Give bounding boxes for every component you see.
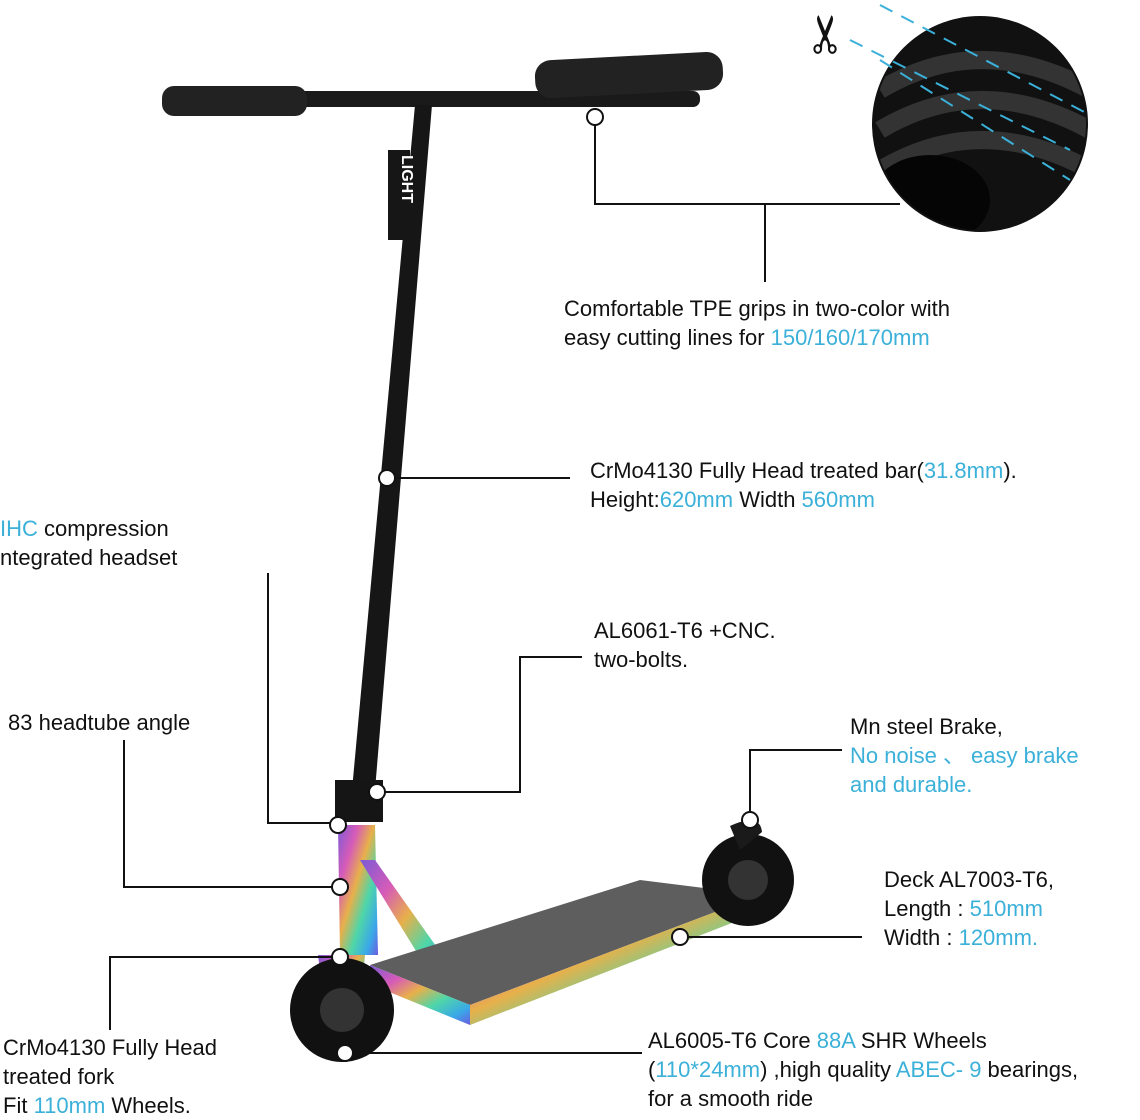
text: treated fork (3, 1064, 115, 1089)
text: Fit (3, 1093, 34, 1118)
deck-callout: Deck AL7003-T6, Length : 510mm Width : 1… (884, 865, 1054, 952)
logo: LIGHT (398, 155, 415, 203)
text: two-bolts. (594, 647, 689, 672)
brake-callout: Mn steel Brake, No noise 、 easy brake an… (850, 712, 1079, 799)
text: bearings, (981, 1057, 1079, 1082)
clamp-callout: AL6061-T6 +CNC. two-bolts. (594, 616, 776, 674)
bar-callout: CrMo4130 Fully Head treated bar(31.8mm).… (590, 456, 1017, 514)
deck-griptape (370, 880, 760, 1005)
headtube (338, 825, 378, 955)
highlight: 560mm (801, 487, 875, 512)
text: for a smooth ride (648, 1086, 814, 1111)
callout-dots (329, 108, 759, 1062)
text: easy cutting lines for (564, 325, 771, 350)
text: SHR Wheels (854, 1028, 987, 1053)
text: compression (37, 516, 169, 541)
text: CrMo4130 Fully Head treated bar( (590, 458, 924, 483)
highlight: 110*24mm (655, 1057, 761, 1082)
fork-callout: CrMo4130 Fully Head treated fork Fit 110… (3, 1033, 217, 1120)
grips-callout: Comfortable TPE grips in two-color with … (564, 294, 950, 352)
headtube-callout: 83 headtube angle (8, 708, 190, 737)
highlight: 110mm (33, 1093, 106, 1118)
text: ) ,high quality (760, 1057, 896, 1082)
text: Deck AL7003-T6, (884, 867, 1054, 892)
text: ( (648, 1057, 656, 1082)
text: AL6005-T6 Core (648, 1028, 817, 1053)
leader-lines (109, 125, 900, 1054)
highlight: No noise 、 easy brake (850, 743, 1079, 768)
text: 83 headtube angle (8, 710, 191, 735)
highlight: 88A (816, 1028, 855, 1053)
text: ntegrated headset (0, 545, 178, 570)
highlight: and durable. (850, 772, 973, 797)
grip-cutting-inset (849, 4, 1091, 232)
highlight: 620mm (659, 487, 734, 512)
stem-bar (352, 105, 432, 790)
wheels-callout: AL6005-T6 Core 88A SHR Wheels (110*24mm)… (648, 1026, 1078, 1113)
highlight: 510mm (969, 896, 1043, 921)
text: Width : (884, 925, 959, 950)
highlight: ABEC- 9 (895, 1057, 982, 1082)
text: Width (733, 487, 802, 512)
text: Wheels. (105, 1093, 191, 1118)
highlight: IHC (0, 516, 38, 541)
text: AL6061-T6 +CNC. (594, 618, 776, 643)
text: Height: (590, 487, 660, 512)
text: CrMo4130 Fully Head (3, 1035, 217, 1060)
highlight: 150/160/170mm (770, 325, 930, 350)
text: Comfortable TPE grips in two-color with (564, 296, 950, 321)
highlight: 31.8mm (923, 458, 1004, 483)
right-grip (534, 51, 724, 99)
text: ). (1003, 458, 1017, 483)
highlight: 120mm. (958, 925, 1039, 950)
scissors-icon: ✂ (798, 12, 856, 56)
text: Mn steel Brake, (850, 714, 1003, 739)
handlebar (162, 51, 724, 116)
left-grip (162, 86, 307, 116)
text: Length : (884, 896, 970, 921)
headset-callout: IHC compression ntegrated headset (0, 514, 177, 572)
